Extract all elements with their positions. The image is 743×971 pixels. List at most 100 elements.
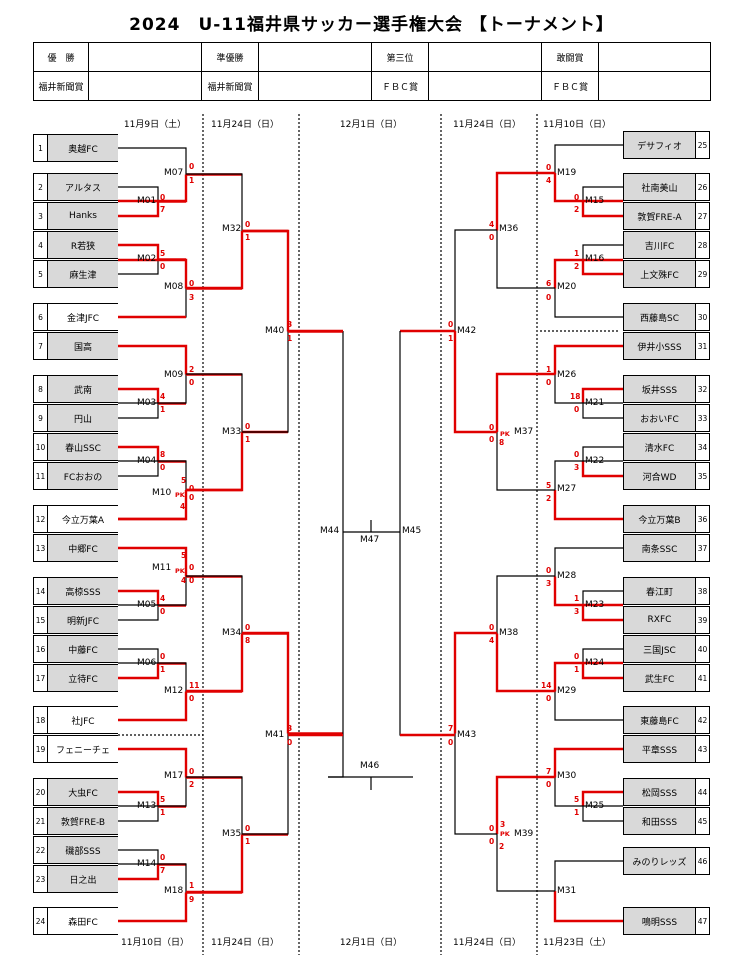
match-label: M36: [499, 224, 519, 234]
award-value: [598, 71, 711, 101]
bracket-line: [582, 590, 623, 606]
team-number: 33: [695, 405, 709, 431]
bracket-line: [118, 790, 160, 807]
bracket-line: [581, 201, 623, 218]
match-score: 0: [287, 738, 293, 747]
team-number: 30: [695, 304, 709, 330]
bracket-line: [118, 374, 187, 404]
bracket-line: [118, 461, 159, 477]
match-label: M18: [164, 886, 184, 896]
match-label: M37: [514, 427, 534, 437]
match-score: 6: [546, 279, 552, 288]
match-score: 0: [448, 738, 454, 747]
match-label: M22: [585, 456, 605, 466]
bracket-line: [118, 258, 188, 289]
team-name: 森田FC: [48, 908, 118, 934]
match-score: 0: [546, 780, 552, 789]
match-score: 5: [160, 795, 166, 804]
match-score: 5: [546, 481, 552, 490]
match-score: 2: [499, 842, 505, 851]
team-name: フェニーチェ: [48, 736, 118, 762]
match-score: 3: [500, 820, 506, 829]
date-label-top: 11月24日（日）: [453, 120, 521, 130]
match-label: M11: [152, 563, 172, 573]
match-score: 0: [489, 435, 495, 444]
bracket-line: [453, 331, 497, 434]
team-number: 14: [34, 578, 48, 604]
team-number: 38: [695, 578, 709, 604]
bracket-line: [554, 374, 623, 404]
match-score: 1: [189, 881, 195, 890]
team-number: 44: [695, 779, 709, 805]
team-name: 大虫FC: [48, 779, 118, 805]
pk-label: PK: [175, 491, 185, 499]
bracket-line: [554, 288, 623, 318]
match-score: 1: [160, 405, 166, 414]
match-label: M39: [514, 829, 534, 839]
match-score: 9: [189, 895, 195, 904]
bracket-line: [496, 432, 555, 491]
bracket-line: [581, 663, 623, 680]
match-score: 2: [189, 780, 195, 789]
team-name: 東藤島FC: [624, 707, 695, 733]
match-score: 5: [160, 249, 166, 258]
match-score: 0: [546, 293, 552, 302]
bracket-line: [118, 403, 159, 419]
match-score: 0: [160, 463, 166, 472]
bracket-line: [242, 331, 289, 433]
team-name: 平章SSS: [624, 736, 695, 762]
team-number: 20: [34, 779, 48, 805]
team-name: 立待FC: [48, 665, 118, 691]
match-score: 5: [181, 476, 187, 485]
team-name: おおいFC: [624, 405, 695, 431]
team-number: 31: [695, 333, 709, 359]
team-name: 鳴明SSS: [624, 908, 695, 934]
match-label: M24: [585, 658, 605, 668]
match-score: 0: [189, 576, 195, 585]
award-value: [88, 42, 202, 72]
bracket-line: [553, 258, 623, 289]
team-number: 26: [695, 174, 709, 200]
team-name: 和田SSS: [624, 808, 695, 834]
match-label: M40: [265, 326, 285, 336]
bracket-line: [554, 460, 623, 490]
match-score: 4: [489, 220, 495, 229]
award-row-1: 優 勝 準優勝 第三位 敢闘賞: [33, 42, 711, 72]
match-score: 1: [287, 334, 293, 343]
team-name: 奥越FC: [48, 135, 118, 161]
match-score: 0: [574, 193, 580, 202]
match-score: 1: [546, 365, 552, 374]
match-label: M23: [585, 600, 605, 610]
team-name: 敦賀FRE-A: [624, 203, 695, 229]
pk-label: PK: [175, 567, 185, 575]
date-label-top: 11月24日（日）: [211, 120, 279, 130]
match-score: 4: [160, 392, 166, 401]
team-number: 2: [34, 174, 48, 200]
bracket-line: [581, 605, 623, 622]
bracket-line: [495, 775, 555, 834]
bracket-line: [553, 661, 623, 692]
bracket-line: [186, 432, 244, 492]
bracket-line: [118, 806, 159, 822]
bracket-line: [242, 733, 289, 835]
bracket-line: [496, 575, 555, 634]
team-number: 41: [695, 665, 709, 691]
match-label: M09: [164, 370, 184, 380]
match-label: M26: [557, 370, 577, 380]
team-name: 金津JFC: [48, 304, 118, 330]
match-label: M47: [360, 535, 380, 545]
match-score: 0: [160, 193, 166, 202]
